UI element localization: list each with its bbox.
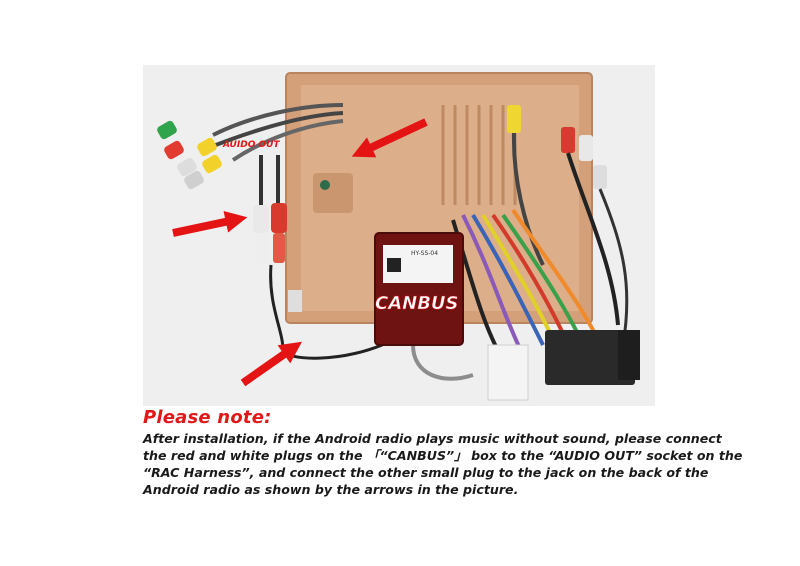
arrow-right-1-icon — [172, 211, 248, 237]
note-title: Please note: — [143, 407, 272, 428]
rca-cable-bundle — [157, 103, 344, 190]
antenna-port-area — [313, 173, 353, 213]
note-line: “RAC Harness”, and connect the other sma… — [143, 465, 709, 480]
canbus-box: HY-SS-04 — [374, 232, 464, 346]
heatsink-fins — [441, 105, 517, 205]
qr-code — [387, 258, 401, 272]
canbus-model-text: HY-SS-04 — [411, 250, 438, 257]
red-arrows — [172, 118, 428, 387]
note-line: Android radio as shown by the arrows in … — [143, 482, 519, 497]
note-body: After installation, if the Android radio… — [143, 430, 743, 498]
cable-tag — [288, 290, 302, 312]
arrow-up-right-icon — [240, 341, 302, 387]
note-line: After installation, if the Android radio… — [143, 431, 722, 446]
installation-photo: HY-SS-04 CANBUS AUIDO OUT — [143, 65, 655, 406]
audio-out-plugs — [253, 155, 287, 263]
grey-cable — [411, 344, 474, 381]
arrow-down-left-icon — [351, 118, 428, 158]
connector-latch — [618, 330, 640, 380]
white-connector — [487, 344, 529, 401]
canbus-label: CANBUS — [375, 293, 459, 314]
audio-out-label: AUIDO OUT — [222, 140, 280, 150]
harness-connector — [545, 330, 635, 385]
right-rca-plugs — [507, 105, 629, 346]
gps-port — [320, 180, 330, 190]
note-line: the red and white plugs on the 「“CANBUS”… — [143, 448, 743, 463]
